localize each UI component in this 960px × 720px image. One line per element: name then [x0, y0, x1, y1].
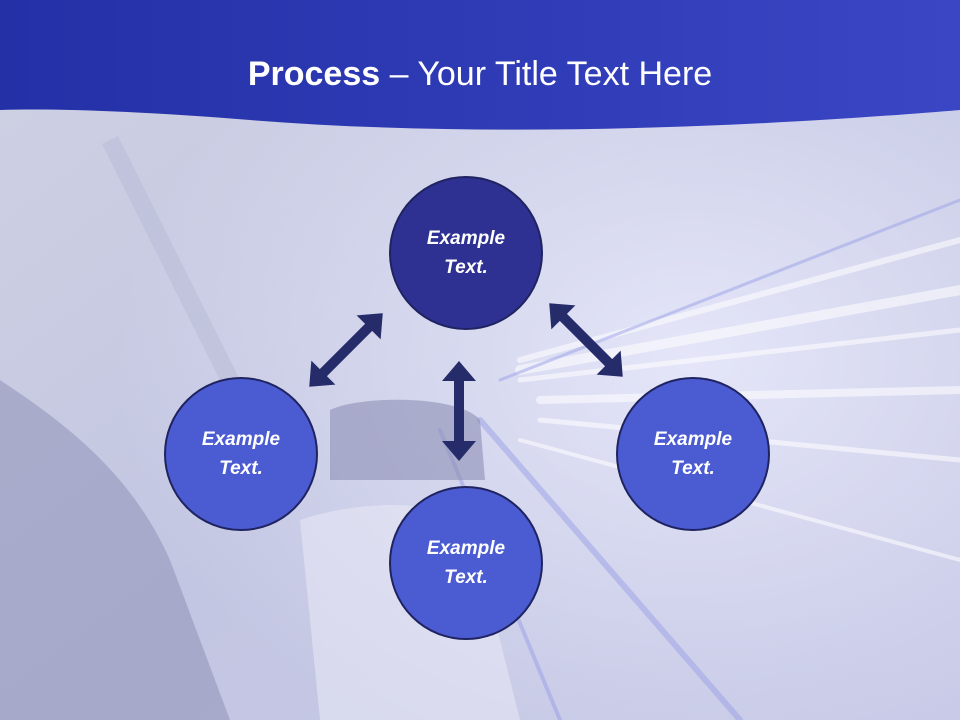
title-rest: – Your Title Text Here [380, 55, 713, 93]
process-node-left: Example Text. [164, 377, 318, 531]
process-node-right: Example Text. [616, 377, 770, 531]
node-label: Example Text. [201, 429, 281, 479]
slide-title: Process – Your Title Text Here [0, 52, 960, 96]
node-label: Example Text. [426, 228, 506, 278]
node-label: Example Text. [426, 538, 506, 588]
process-node-bottom: Example Text. [389, 486, 543, 640]
arrow-center-left [309, 313, 383, 387]
process-node-center: Example Text. [389, 176, 543, 330]
arrow-center-bottom [442, 361, 476, 461]
node-label: Example Text. [653, 429, 733, 479]
title-bold: Process [247, 55, 381, 93]
arrow-center-right [549, 303, 623, 377]
